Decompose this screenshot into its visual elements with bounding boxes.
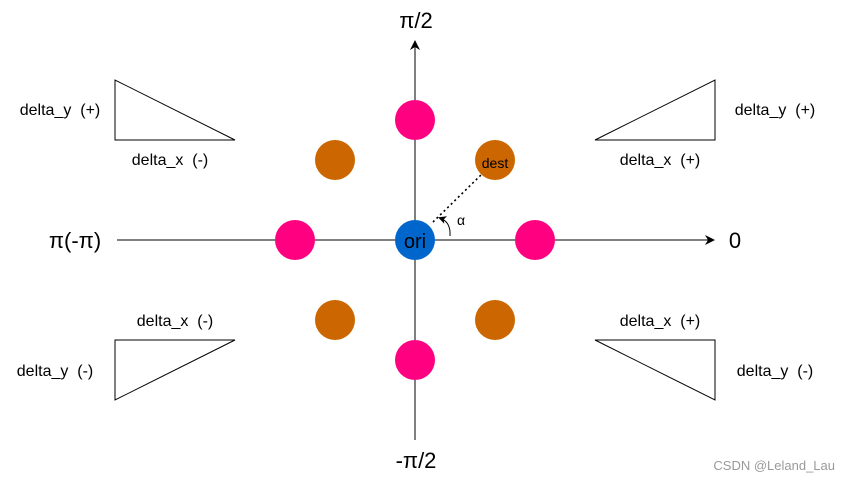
orange-node-bottom-left <box>315 300 355 340</box>
pink-node-top <box>395 100 435 140</box>
top-right-delta-y: delta_y (+) <box>735 102 815 119</box>
top-right-delta-x: delta_x (+) <box>620 152 700 169</box>
pink-node-bottom <box>395 340 435 380</box>
pink-node-left <box>275 220 315 260</box>
watermark: CSDN @Leland_Lau <box>713 458 835 473</box>
axis-label-bottom: -π/2 <box>396 448 437 473</box>
angle-label: α <box>457 212 465 228</box>
angle-arc <box>438 216 451 237</box>
bottom-right-delta-x: delta_x (+) <box>620 313 700 330</box>
triangle-top-left <box>114 79 236 141</box>
orange-node-top-left <box>315 140 355 180</box>
axis-label-right: 0 <box>729 228 741 253</box>
triangle-bottom-left <box>114 339 236 401</box>
origin-label: ori <box>404 231 426 253</box>
triangle-bottom-right <box>594 339 716 401</box>
axis-label-top: π/2 <box>399 8 433 33</box>
bottom-left-delta-y: delta_y (-) <box>17 363 93 380</box>
top-left-delta-y: delta_y (+) <box>20 102 100 119</box>
orange-node-top-right <box>475 140 515 180</box>
orange-node-bottom-right <box>475 300 515 340</box>
axis-label-left: π(-π) <box>49 228 101 253</box>
bottom-right-delta-y: delta_y (-) <box>737 363 813 380</box>
top-left-delta-x: delta_x (-) <box>132 152 208 169</box>
origin-node <box>395 220 435 260</box>
direction-dotted-line <box>432 173 483 223</box>
dest-label: dest <box>482 155 509 171</box>
pink-node-right <box>515 220 555 260</box>
triangle-top-right <box>594 79 716 141</box>
bottom-left-delta-x: delta_x (-) <box>137 313 213 330</box>
